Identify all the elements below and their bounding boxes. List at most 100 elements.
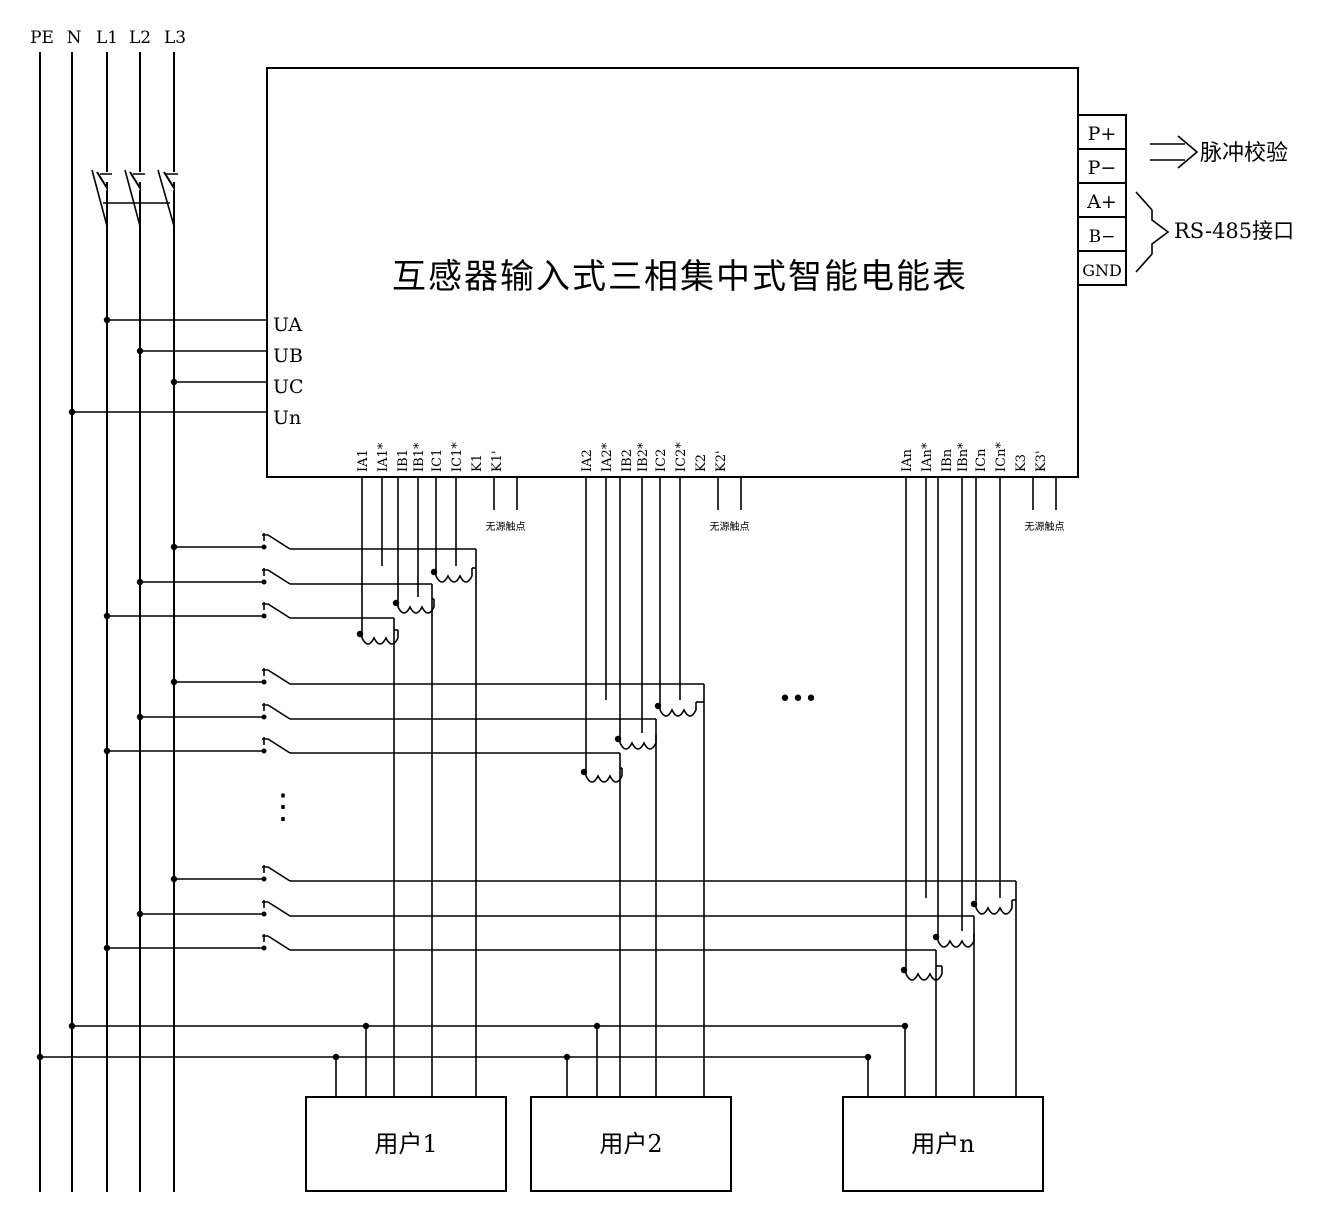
ct-polarity-dot (430, 568, 438, 576)
current-terminal-label: K3 (1014, 454, 1029, 472)
terminal-un: Un (273, 407, 301, 429)
breaker-contact (261, 679, 267, 685)
junction-dot (136, 910, 144, 918)
current-terminal-label: K2 (694, 454, 709, 472)
rs485-brace: RS-485接口 (1135, 191, 1294, 273)
vertical-ellipsis: ⋮ (266, 787, 300, 827)
current-terminal-label: IAn (900, 448, 915, 472)
current-terminal-label: K1 (470, 454, 485, 472)
current-terminal-label: IB2* (636, 442, 651, 472)
current-terminal-label: IC1* (450, 442, 465, 472)
ct-coil (975, 906, 1013, 915)
breaker-contact (261, 579, 267, 585)
junction-dot (136, 578, 144, 586)
ct-coil (905, 972, 943, 981)
ct-polarity-dot (900, 966, 908, 974)
contact-label: 无源触点 (710, 520, 750, 533)
junction-dot (103, 747, 111, 755)
breaker-contact (261, 544, 267, 550)
junction-dot (103, 944, 111, 952)
bus-line-l2 (129, 52, 141, 1192)
junction-dot (170, 678, 178, 686)
pulse-arrow: 脉冲校验 (1150, 135, 1288, 169)
terminal-gnd: GND (1082, 261, 1122, 280)
current-terminal-label: IA1* (376, 442, 391, 472)
ct-polarity-dot (580, 768, 588, 776)
contact-label: 无源触点 (1025, 520, 1065, 533)
user-box-n (842, 1096, 1044, 1192)
comm-terminal-block: P+ P− A+ B− GND (1077, 114, 1127, 286)
breaker-contact (261, 876, 267, 882)
terminal-a-plus: A+ (1086, 191, 1117, 213)
bus-line-l1 (96, 52, 108, 1192)
branch-wiring (36, 477, 1057, 1097)
terminal-b-minus: B− (1089, 227, 1116, 247)
current-terminal-label: IB1* (412, 442, 427, 472)
current-terminal-label: IA2* (600, 442, 615, 472)
bus-line-l3 (163, 52, 175, 1192)
main-breaker (91, 169, 178, 227)
bus-bars: PE N L1 L2 L3 (30, 28, 186, 1192)
current-terminal-label: IC1 (430, 449, 445, 472)
junction-dot (68, 1022, 76, 1030)
meter: 互感器输入式三相集中式智能电能表 UA UB UC Un P+ P− A+ B−… (266, 67, 1294, 533)
terminal-p-plus: P+ (1088, 123, 1117, 145)
ct-polarity-dot (970, 900, 978, 908)
current-terminal-label: K2' (714, 450, 729, 472)
user-box-1 (305, 1096, 507, 1192)
junction-dot (170, 543, 178, 551)
terminal-ua: UA (273, 314, 302, 336)
breaker-contact (261, 613, 267, 619)
bus-label-l3: L3 (164, 28, 186, 48)
breaker-contact (261, 945, 267, 951)
user-label-2: 用户2 (599, 1130, 662, 1158)
junction-dot (170, 875, 178, 883)
bus-label-l1: L1 (96, 28, 118, 48)
current-terminal-label: IAn* (920, 442, 935, 472)
ct-coil (435, 574, 473, 583)
user-box-2 (530, 1096, 732, 1192)
ct-coil (585, 774, 623, 783)
terminal-uc: UC (273, 376, 304, 398)
breaker-contact (261, 748, 267, 754)
ct-polarity-dot (392, 599, 400, 607)
user-boxes: 用户1 用户2 用户n (305, 1096, 1044, 1192)
current-terminal-label: IBn (940, 448, 955, 472)
current-terminal-label: K3' (1034, 450, 1049, 472)
user-label-n: 用户n (911, 1130, 974, 1158)
ct-coil (619, 741, 657, 750)
current-terminal-label: K1' (490, 450, 505, 472)
ct-polarity-dot (356, 630, 364, 638)
bus-label-pe: PE (30, 28, 54, 48)
bus-label-l2: L2 (129, 28, 151, 48)
contact-label: 无源触点 (486, 520, 526, 533)
current-terminal-label: IC2 (654, 449, 669, 472)
ct-coil (361, 636, 399, 645)
current-terminal-label: ICn* (994, 442, 1009, 472)
ct-coil (397, 605, 435, 614)
ct-polarity-dot (614, 735, 622, 743)
meter-box (266, 67, 1079, 478)
junction-dot (103, 612, 111, 620)
user-label-1: 用户1 (374, 1130, 437, 1158)
current-terminal-label: IA1 (356, 449, 371, 472)
breaker-contact (261, 714, 267, 720)
current-terminal-label: ICn (974, 448, 989, 472)
junction-dot (136, 713, 144, 721)
ct-coil (937, 939, 975, 948)
ct-coil (659, 708, 697, 717)
rs485-label: RS-485接口 (1174, 219, 1294, 243)
current-terminal-label: IB2 (620, 449, 635, 472)
meter-title: 互感器输入式三相集中式智能电能表 (392, 257, 968, 297)
junction-dot (36, 1053, 44, 1061)
ct-polarity-dot (932, 933, 940, 941)
breaker-contact (261, 911, 267, 917)
current-terminal-label: IC2* (674, 442, 689, 472)
ct-polarity-dot (654, 702, 662, 710)
current-terminal-label: IA2 (580, 449, 595, 472)
terminal-ub: UB (273, 345, 303, 367)
current-terminal-label: IBn* (956, 442, 971, 472)
horizontal-ellipsis: ••• (779, 687, 818, 712)
